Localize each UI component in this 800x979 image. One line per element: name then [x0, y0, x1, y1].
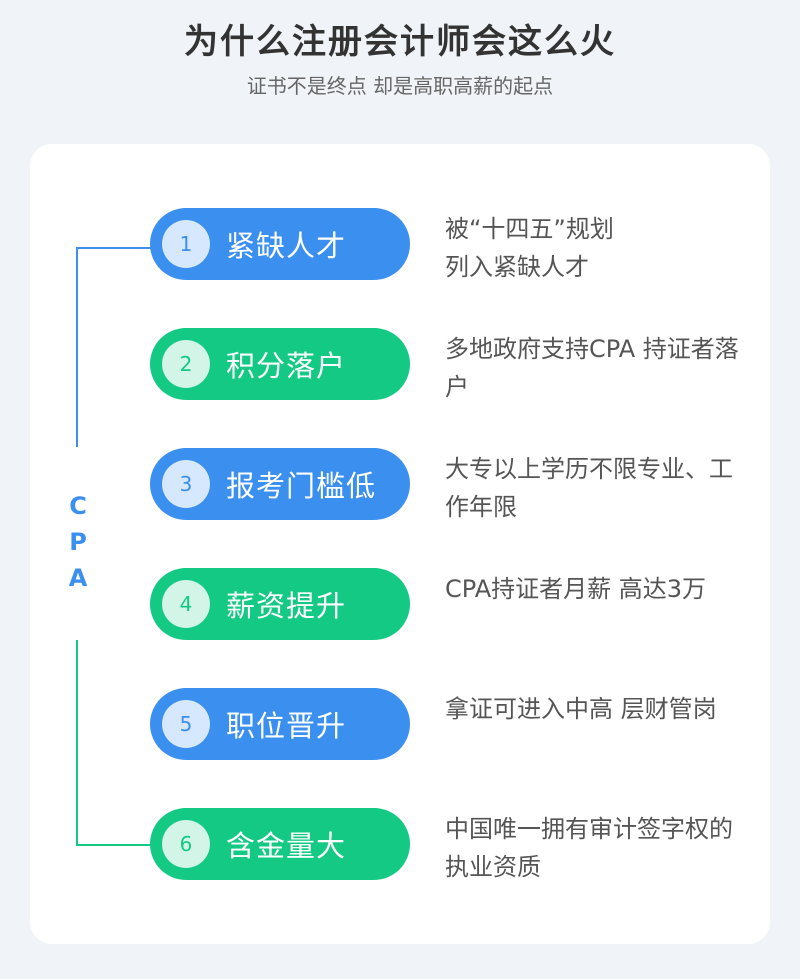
connector-line-bottom-h	[76, 844, 152, 846]
connector-line-top-h	[76, 247, 152, 249]
feature-description: 多地政府支持CPA 持证者落户	[445, 335, 739, 401]
feature-label: 含金量大	[226, 829, 347, 863]
connector-line-top	[76, 247, 78, 447]
cpa-letter: P	[69, 528, 87, 556]
number-badge: 1	[162, 220, 210, 268]
page-title: 为什么注册会计师会这么火	[184, 22, 616, 62]
page-subtitle: 证书不是终点 却是高职高薪的起点	[246, 74, 554, 98]
feature-pill: 6 含金量大	[150, 808, 410, 880]
feature-label: 紧缺人才	[226, 229, 347, 263]
feature-pill: 1 紧缺人才	[150, 208, 410, 280]
feature-description: 中国唯一拥有审计签字权的执业资质	[445, 815, 733, 881]
cpa-letter: A	[68, 564, 88, 592]
feature-pill: 5 职位晋升	[150, 688, 410, 760]
number-badge: 6	[162, 820, 210, 868]
feature-pill: 4 薪资提升	[150, 568, 410, 640]
number-badge: 5	[162, 700, 210, 748]
number-badge: 2	[162, 340, 210, 388]
feature-pill: 3 报考门槛低	[150, 448, 410, 520]
connector-line-bottom	[76, 640, 78, 846]
content-card	[30, 144, 770, 944]
feature-description: CPA持证者月薪 高达3万	[445, 575, 707, 603]
feature-label: 积分落户	[226, 349, 347, 383]
feature-pill: 2 积分落户	[150, 328, 410, 400]
feature-label: 报考门槛低	[226, 469, 377, 503]
feature-description: 大专以上学历不限专业、工作年限	[445, 455, 733, 521]
feature-label: 职位晋升	[226, 709, 347, 743]
number-badge: 3	[162, 460, 210, 508]
cpa-label: C P A	[66, 488, 90, 596]
feature-label: 薪资提升	[226, 589, 347, 623]
feature-description: 被“十四五”规划 列入紧缺人才	[445, 215, 614, 281]
number-badge: 4	[162, 580, 210, 628]
feature-description: 拿证可进入中高 层财管岗	[445, 695, 717, 723]
cpa-letter: C	[69, 492, 87, 520]
